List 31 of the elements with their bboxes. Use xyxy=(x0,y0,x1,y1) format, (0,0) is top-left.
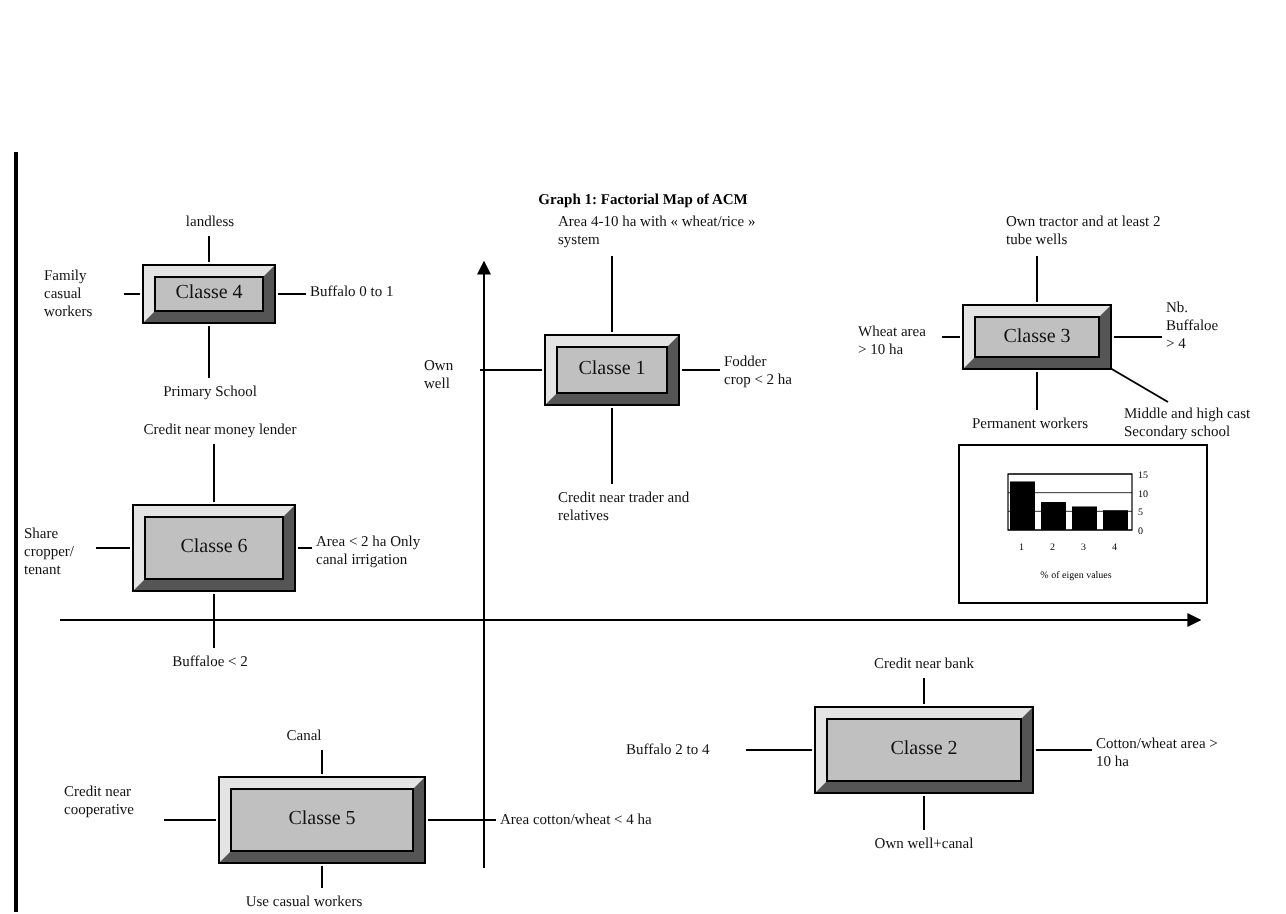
leader-line xyxy=(479,369,543,371)
leader-line xyxy=(95,547,131,549)
class-box: Classe 6 xyxy=(134,506,294,590)
class-box: Classe 4 xyxy=(144,266,274,322)
class-box: Classe 3 xyxy=(964,306,1110,368)
leader-line xyxy=(1113,336,1163,338)
class-box: Classe 2 xyxy=(816,708,1032,792)
leader-line xyxy=(923,795,925,831)
leader-line xyxy=(213,593,215,649)
leader-line xyxy=(427,819,497,821)
leader-line xyxy=(1035,749,1093,751)
leader-line xyxy=(745,749,813,751)
leader-line xyxy=(321,749,323,775)
leader-line xyxy=(213,443,215,503)
leader-line xyxy=(321,865,323,889)
leader-line xyxy=(1109,367,1169,403)
class-box: Classe 1 xyxy=(546,336,678,404)
leader-line xyxy=(208,325,210,379)
leader-line xyxy=(1036,255,1038,303)
leader-line xyxy=(611,407,613,485)
leader-line xyxy=(297,547,313,549)
leader-line xyxy=(611,255,613,333)
leader-line xyxy=(208,235,210,263)
leader-line xyxy=(123,293,141,295)
leader-line xyxy=(163,819,217,821)
leader-line xyxy=(923,677,925,705)
leader-line xyxy=(681,369,721,371)
leader-line xyxy=(941,336,961,338)
class-box: Classe 5 xyxy=(220,778,424,862)
leader-line xyxy=(277,293,307,295)
leader-line xyxy=(1036,371,1038,411)
